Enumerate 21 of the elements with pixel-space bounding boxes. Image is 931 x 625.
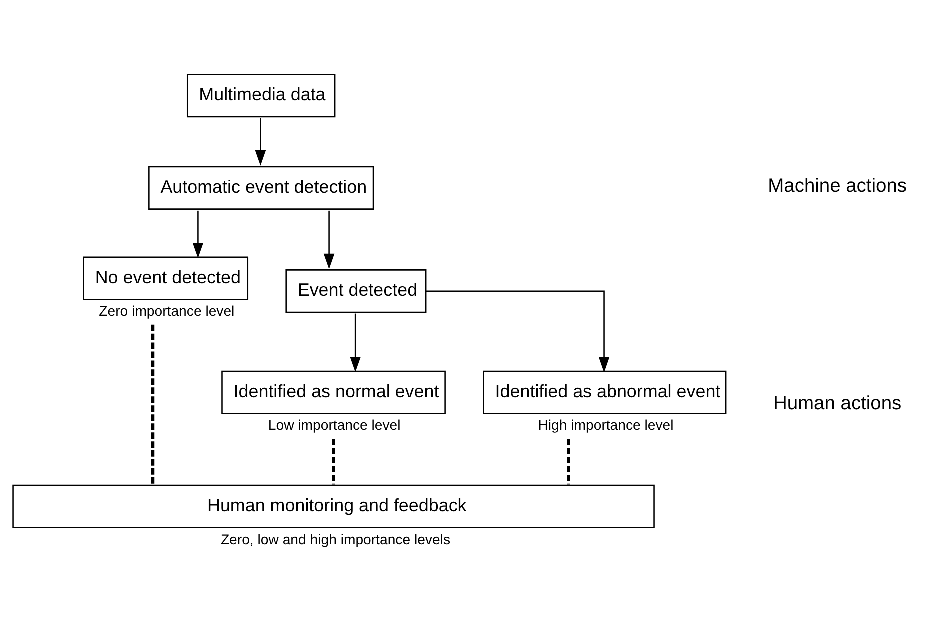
arrow	[192, 210, 204, 258]
node-label: Zero, low and high importance levels	[220, 531, 451, 548]
node-label: Low importance level	[268, 417, 401, 434]
node-box: Identified as normal event	[222, 370, 446, 414]
node-label: High importance level	[538, 417, 674, 434]
connector	[567, 439, 570, 485]
node-box: Event detected	[286, 270, 427, 314]
node-box: Human monitoring and feedback	[12, 484, 655, 529]
arrow	[324, 210, 335, 270]
arrow	[426, 290, 610, 373]
node-box: Identified as abnormal event	[483, 370, 727, 414]
node-box: No event detected	[83, 256, 249, 300]
label: Human actions	[773, 393, 902, 414]
connector	[151, 324, 155, 485]
node-label: Zero importance level	[99, 303, 235, 320]
connector	[332, 439, 336, 485]
node-box: Multimedia data	[187, 74, 336, 118]
arrow	[255, 118, 266, 166]
arrow	[350, 314, 361, 372]
node-box: Automatic event detection	[148, 166, 374, 210]
label: Machine actions	[768, 176, 908, 197]
